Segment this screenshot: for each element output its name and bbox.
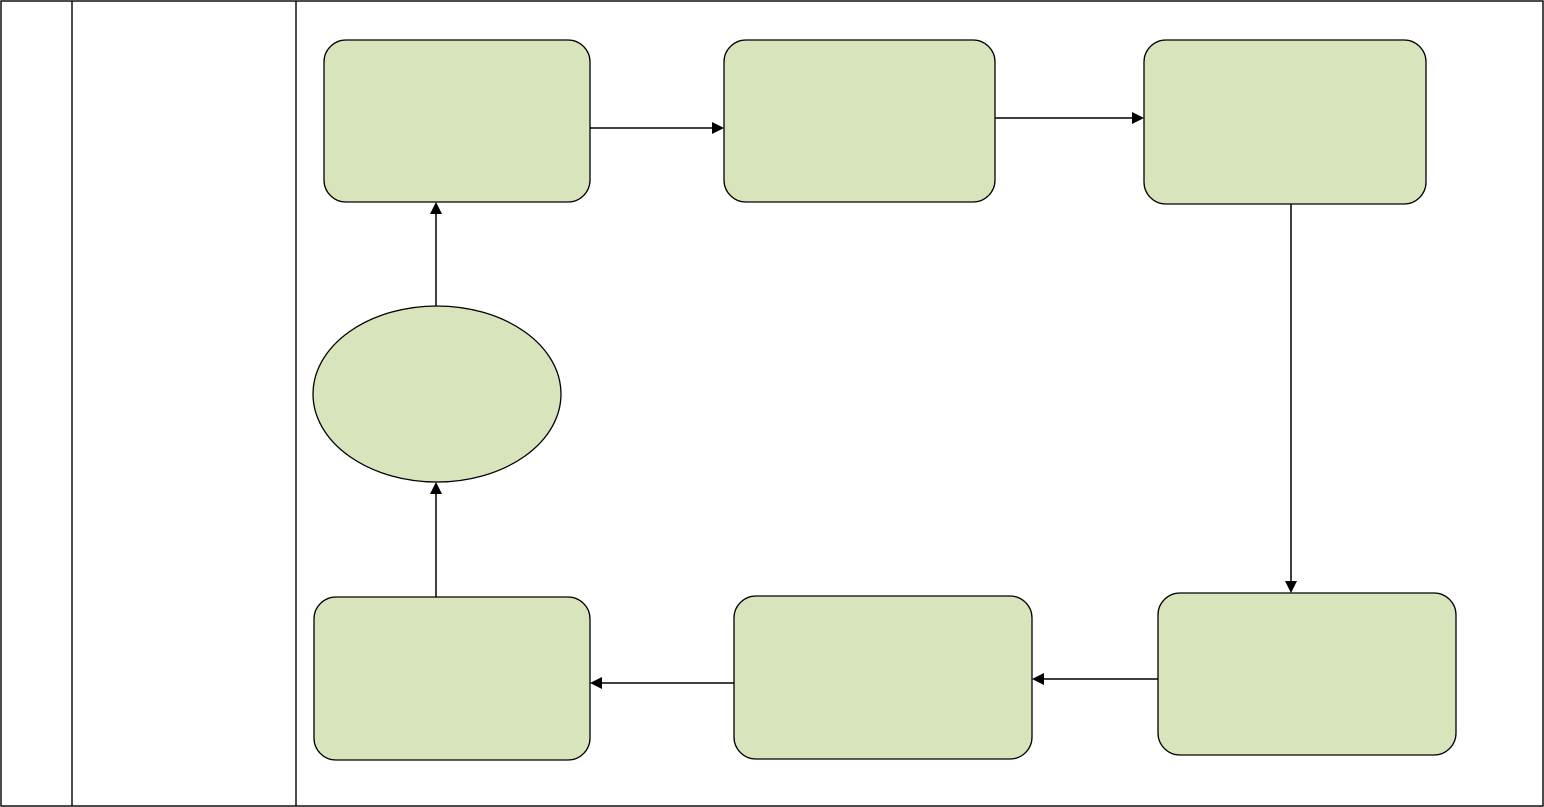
arrowhead-top-center xyxy=(712,122,724,134)
box-top-center xyxy=(723,39,996,203)
box-top-right xyxy=(1143,39,1427,205)
ellipse-left xyxy=(312,305,562,483)
box-bottom-left xyxy=(313,596,591,761)
arrowhead-bottom-left xyxy=(590,677,602,689)
arrowhead-ellipse xyxy=(430,482,442,494)
box-top-left xyxy=(323,39,591,203)
arrowhead-bottom-right xyxy=(1285,581,1297,593)
arrowhead-top-left xyxy=(430,202,442,214)
arrowhead-top-right xyxy=(1132,112,1144,124)
box-bottom-center xyxy=(733,595,1033,760)
connectors xyxy=(430,112,1297,689)
arrowhead-bottom-center xyxy=(1032,673,1044,685)
box-bottom-right xyxy=(1157,592,1457,756)
nodes xyxy=(312,39,1457,761)
